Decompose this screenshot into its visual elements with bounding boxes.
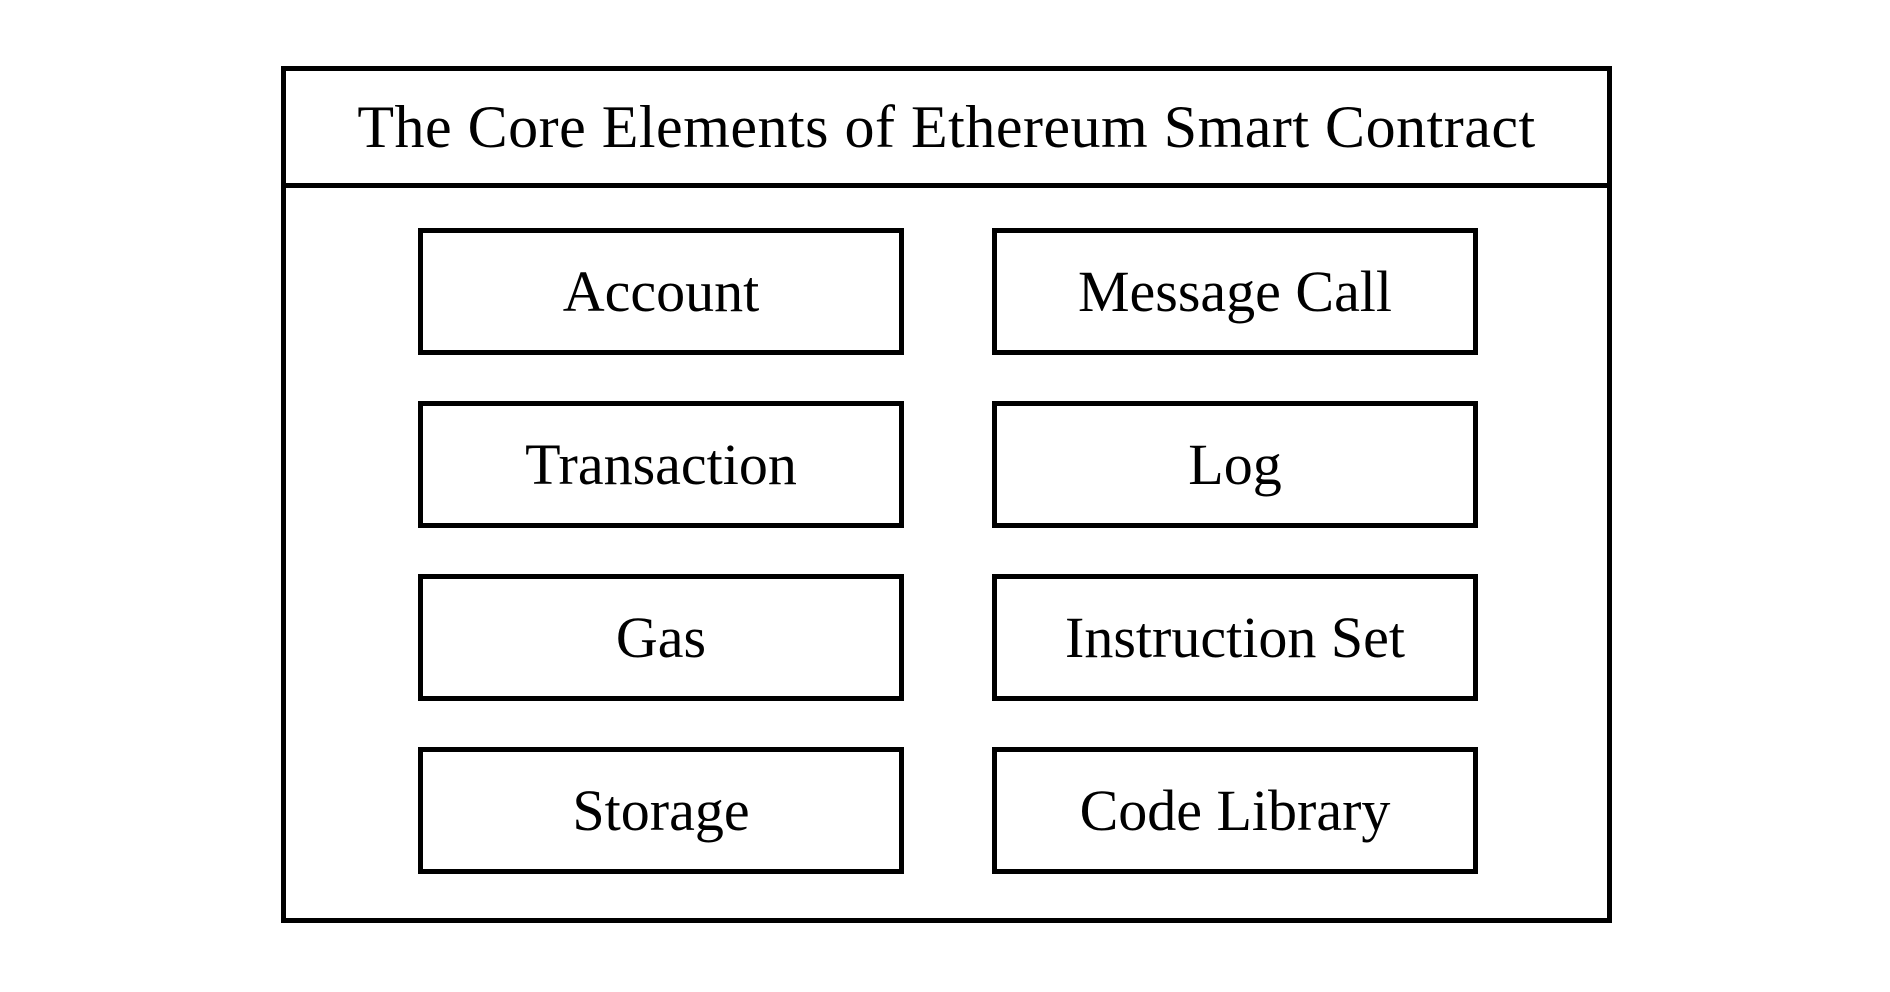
diagram-outer-frame: The Core Elements of Ethereum Smart Cont… [281,66,1612,923]
box-storage-label: Storage [572,777,750,843]
diagram-title-bar: The Core Elements of Ethereum Smart Cont… [286,71,1607,188]
element-grid: Account Message Call Transaction Log Gas… [418,228,1478,874]
box-code-library: Code Library [992,747,1478,874]
box-gas: Gas [418,574,904,701]
diagram-title: The Core Elements of Ethereum Smart Cont… [357,94,1536,160]
box-message-call: Message Call [992,228,1478,355]
box-instruction-set: Instruction Set [992,574,1478,701]
box-log: Log [992,401,1478,528]
box-instruction-set-label: Instruction Set [1065,604,1405,670]
box-transaction: Transaction [418,401,904,528]
box-storage: Storage [418,747,904,874]
box-message-call-label: Message Call [1077,258,1393,324]
box-account: Account [418,228,904,355]
box-log-label: Log [1188,431,1282,497]
box-account-label: Account [562,258,760,324]
box-transaction-label: Transaction [525,431,797,497]
box-code-library-label: Code Library [1079,777,1391,843]
box-gas-label: Gas [615,604,707,670]
